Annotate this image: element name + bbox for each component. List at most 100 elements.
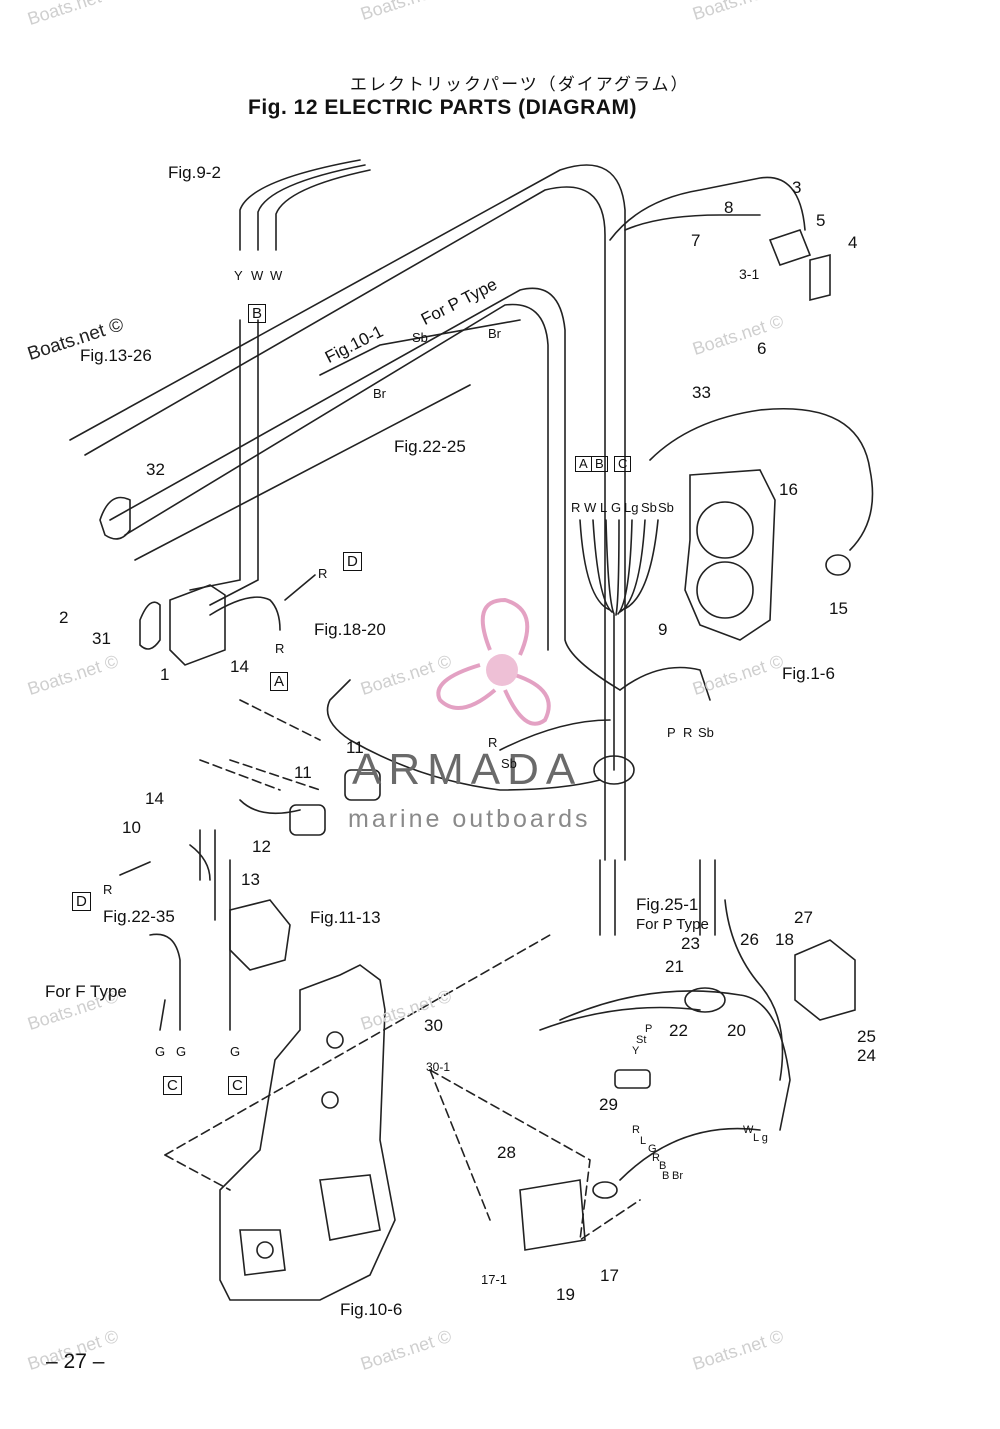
box-c: C	[163, 1076, 182, 1095]
guide-line-2	[164, 1154, 231, 1191]
bracket-hole	[321, 1091, 339, 1109]
wire-label-br: Br	[373, 386, 386, 401]
part-number-23: 23	[681, 934, 700, 953]
ref-fig22-35: Fig.22-35	[103, 907, 175, 926]
fig9-2-wires-c	[275, 169, 371, 251]
wire-label-br: Br	[488, 326, 501, 341]
ref-for-f-type: For F Type	[45, 982, 127, 1001]
ignition-coil-2	[289, 804, 326, 836]
wire-fig25-1	[599, 859, 716, 936]
box-a: A	[575, 456, 592, 472]
part-number-1: 1	[160, 665, 170, 684]
part-number-17: 17	[600, 1266, 619, 1285]
part-number-14: 14	[145, 789, 164, 808]
part-number-4: 4	[848, 233, 858, 252]
wire-label-g: G	[176, 1044, 187, 1059]
brand-watermark: ARMADA	[352, 745, 583, 794]
part-number-30: 30	[424, 1016, 443, 1035]
wire-label-b: B	[659, 1160, 667, 1172]
wire-label-w: W	[584, 500, 597, 515]
part-number-25: 25	[857, 1027, 876, 1046]
wire-label-lg: Lg	[624, 500, 639, 515]
harness-to-cdi	[134, 384, 471, 561]
wire-label-r: R	[632, 1124, 640, 1136]
armada-logo-icon	[436, 597, 551, 726]
wire-12	[239, 799, 301, 815]
part-number-17-1: 17-1	[481, 1272, 508, 1287]
ref-fig10-6: Fig.10-6	[340, 1300, 403, 1319]
wire-label-w: W	[743, 1124, 754, 1136]
wire-label-sb: Sb	[501, 756, 517, 771]
part-number-10: 10	[122, 818, 141, 837]
switch-29	[614, 1069, 651, 1089]
wire-label-g: G	[155, 1044, 166, 1059]
bracket-hole	[326, 1031, 344, 1049]
part-number-11: 11	[346, 738, 364, 757]
japanese-title: エレクトリックパーツ（ダイアグラム）	[350, 75, 690, 94]
wire-lower-bundle	[559, 990, 791, 1131]
box-b: B	[591, 456, 608, 472]
box-d: D	[72, 892, 91, 911]
wire-label-sb: Sb	[698, 725, 714, 740]
wire-label-st: St	[636, 1034, 647, 1046]
relay-18	[794, 939, 856, 1021]
harness-to-sb	[319, 319, 521, 376]
main-harness-loop-4	[124, 303, 549, 651]
page-number: – 27 –	[46, 1350, 105, 1373]
guide-line-1	[164, 934, 551, 1156]
wire-label-w: W	[251, 268, 264, 283]
part-number-21: 21	[665, 957, 684, 976]
coupler-bundle	[579, 519, 659, 616]
wire-label-y: Y	[234, 268, 243, 283]
wire-label-sb: Sb	[658, 500, 674, 515]
part-number-24: 24	[857, 1046, 876, 1065]
ref-fig18-20: Fig.18-20	[314, 620, 386, 639]
part-number-9: 9	[658, 620, 668, 639]
ref-fig9-2: Fig.9-2	[168, 163, 221, 182]
pulser-13	[229, 899, 291, 971]
wire-label-r: R	[488, 735, 498, 750]
guide-line-4	[429, 1069, 641, 1242]
coupler-9	[593, 755, 635, 785]
part-number-30-1: 30-1	[426, 1060, 451, 1074]
box-c: C	[228, 1076, 247, 1095]
part-31-clamp	[139, 601, 161, 650]
part-number-20: 20	[727, 1021, 746, 1040]
wire-f-type	[149, 933, 181, 1031]
wire-label-r: R	[683, 725, 693, 740]
part-number-33: 33	[692, 383, 711, 402]
wire-label-r: R	[652, 1152, 660, 1164]
box-d: D	[343, 552, 362, 571]
wire-lower-bundle-2	[539, 1006, 701, 1031]
guide-line-3	[429, 1069, 491, 1221]
ref-fig25-1: Fig.25-1	[636, 895, 699, 914]
upper-right-harness-2	[624, 214, 761, 231]
part-number-13: 13	[241, 870, 260, 889]
wire-label-r: R	[103, 882, 113, 897]
ref-fig22-25: Fig.22-25	[394, 437, 466, 456]
part-number-32: 32	[146, 460, 165, 479]
part-number-5: 5	[816, 211, 826, 230]
brand-tagline: marine outboards	[348, 805, 591, 833]
plate-28	[519, 1179, 586, 1251]
wire-label-g: G	[611, 500, 622, 515]
bracket-detail	[239, 1174, 381, 1276]
bracket-outline	[219, 964, 396, 1301]
wire-label-y: Y	[632, 1045, 640, 1057]
fig9-2-wires	[239, 159, 361, 251]
wire-label-l: L	[600, 500, 608, 515]
wire-label-sb: Sb	[641, 500, 657, 515]
wire-label-r: R	[318, 566, 328, 581]
wire-r-sb	[499, 719, 611, 751]
wire-label-b: B	[662, 1170, 670, 1182]
part-number-12: 12	[252, 837, 271, 856]
wire-label-g: G	[648, 1143, 657, 1155]
wire-label-p: P	[645, 1023, 653, 1035]
wire-to-fig1-6	[649, 408, 874, 551]
main-harness-loop-3	[109, 287, 621, 691]
wire-r-to-d	[284, 574, 316, 601]
cylinder-2	[696, 561, 754, 619]
cylinder-head-outline	[684, 469, 776, 641]
part-3	[768, 229, 812, 266]
